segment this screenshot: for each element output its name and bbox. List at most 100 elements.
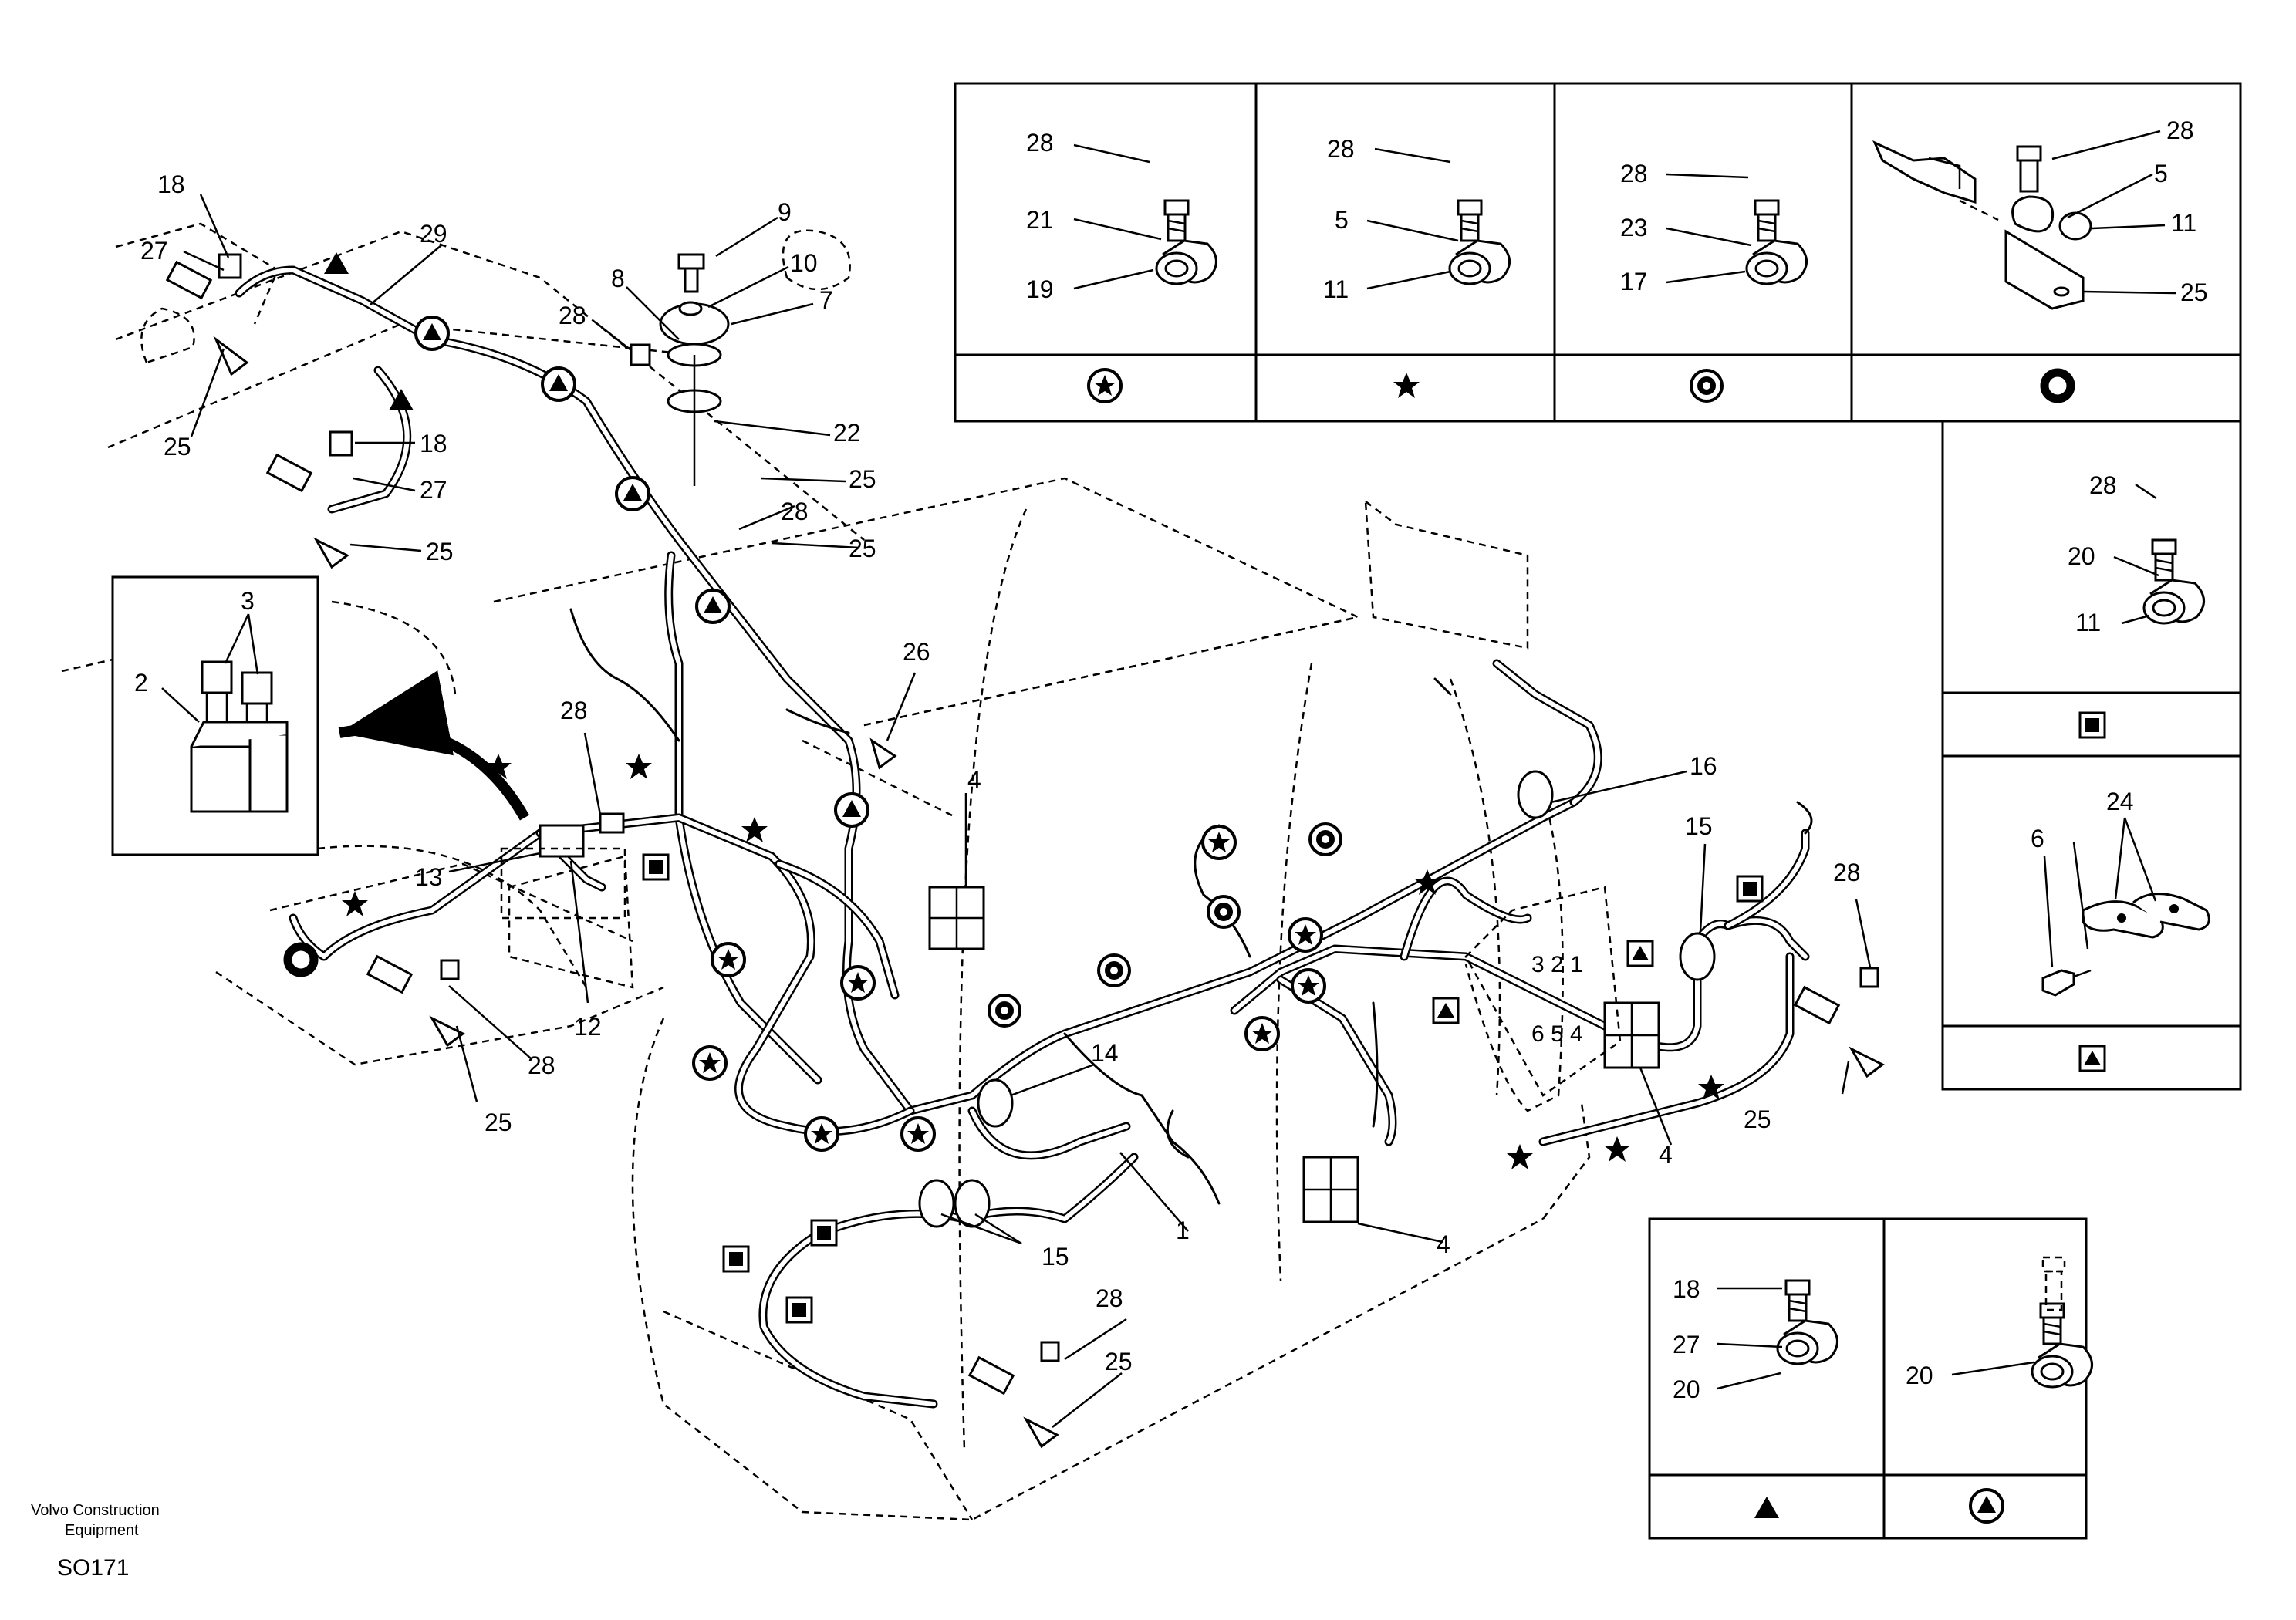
main-components: 3 2 1 6 5 4 [165,253,1885,1449]
black-triangle-icon [324,252,349,274]
ring-icon [288,947,314,973]
label-27: 27 [1673,1331,1700,1358]
label-20: 20 [1906,1362,1933,1389]
label-28: 28 [528,1051,555,1079]
detail-box-right [1941,420,2242,1091]
label-28: 28 [781,498,809,525]
label-25: 25 [164,433,191,461]
circled-triangle-icon [541,366,576,402]
boxed-triangle-icon [1626,940,1654,967]
relay-callout-arrow [338,670,530,821]
label-15: 15 [1042,1243,1069,1271]
label-27: 27 [140,237,168,265]
black-triangle-icon [1754,1497,1779,1518]
circled-star-icon [1288,917,1323,953]
label-3: 3 [241,587,255,615]
label-27: 27 [420,476,447,504]
bullseye-icon [1207,895,1241,929]
label-15: 15 [1685,812,1713,840]
circled-triangle-icon [414,316,450,351]
star-icon [1393,373,1420,398]
label-25: 25 [426,538,454,565]
label-25: 25 [1105,1348,1133,1375]
boxed-square-icon [810,1219,838,1247]
clamp-detail-2 [1448,199,1511,285]
boxed-square-icon [785,1296,813,1324]
star-icon [342,891,368,916]
leader-lines [161,130,2176,1428]
label-21: 21 [1026,206,1054,234]
label-11: 11 [2171,209,2196,237]
boxed-square-icon [1736,875,1764,903]
legend-symbols [1087,368,2106,1524]
circled-star-icon [840,965,876,1001]
ring-icon [2044,373,2071,399]
brand-line-1: Volvo Construction [31,1502,160,1519]
label-14: 14 [1091,1039,1119,1067]
connector-bracket-detail [1872,140,2092,310]
main-harness [235,265,1810,1409]
circled-star-icon [1291,968,1326,1004]
label-28: 28 [1026,129,1054,157]
label-13: 13 [415,863,443,891]
label-4: 4 [1437,1230,1450,1258]
label-11: 11 [1323,275,1349,303]
label-9: 9 [778,198,792,226]
star-icon [626,754,652,779]
bullseye-icon [1097,953,1131,987]
detail-box-bottom [1648,1217,2088,1540]
label-28: 28 [559,302,586,329]
boxed-square-icon [2078,711,2106,739]
svg-text:3 2 1: 3 2 1 [1531,952,1583,977]
label-28: 28 [1096,1284,1123,1312]
clamp-detail-1 [1155,199,1218,285]
label-18: 18 [1673,1275,1700,1303]
label-19: 19 [1026,275,1054,303]
clamp-detail-3 [1745,199,1808,285]
label-8: 8 [611,265,625,292]
label-4: 4 [1659,1141,1673,1169]
footer-brand: Volvo Construction Equipment SO171 [31,1502,160,1581]
label-28: 28 [560,697,588,724]
label-6: 6 [2031,825,2044,852]
label-25: 25 [849,535,876,562]
clamp-detail-5 [2142,538,2206,625]
clamp-detail-8 [2031,1302,2094,1389]
label-1: 1 [1176,1217,1190,1244]
label-12: 12 [574,1013,602,1041]
label-23: 23 [1620,214,1648,241]
label-22: 22 [833,419,861,447]
label-11: 11 [2075,609,2101,636]
boxed-square-icon [642,853,670,881]
label-4: 4 [967,766,981,794]
boxed-triangle-icon [2078,1045,2106,1072]
detail-box-relay [111,575,319,856]
label-29: 29 [420,220,447,248]
label-28: 28 [2089,471,2117,499]
dashed-bolt [2041,1256,2066,1311]
relay-detail [190,660,289,813]
thin-wires [569,608,1813,1205]
label-25: 25 [1744,1105,1771,1133]
label-10: 10 [790,249,818,277]
svg-text:6 5 4: 6 5 4 [1531,1021,1583,1047]
label-26: 26 [903,638,930,666]
label-25: 25 [485,1109,512,1136]
label-25: 25 [2180,278,2208,306]
label-25: 25 [849,465,876,493]
circled-triangle-icon [834,792,869,828]
circled-star-icon [1087,368,1123,403]
label-7: 7 [819,286,833,314]
circled-star-icon [711,942,746,977]
circled-triangle-icon [615,476,650,511]
circled-triangle-icon [1969,1488,2004,1524]
bullseye-icon [1308,822,1342,856]
brand-line-2: Equipment [65,1522,139,1539]
star-icon [741,817,768,842]
boxed-triangle-icon [1432,997,1460,1024]
circled-triangle-icon [695,589,731,624]
detail-box-top [954,82,2242,423]
circled-star-icon [804,1116,839,1152]
circled-star-icon [1201,825,1237,860]
label-18: 18 [420,430,447,457]
